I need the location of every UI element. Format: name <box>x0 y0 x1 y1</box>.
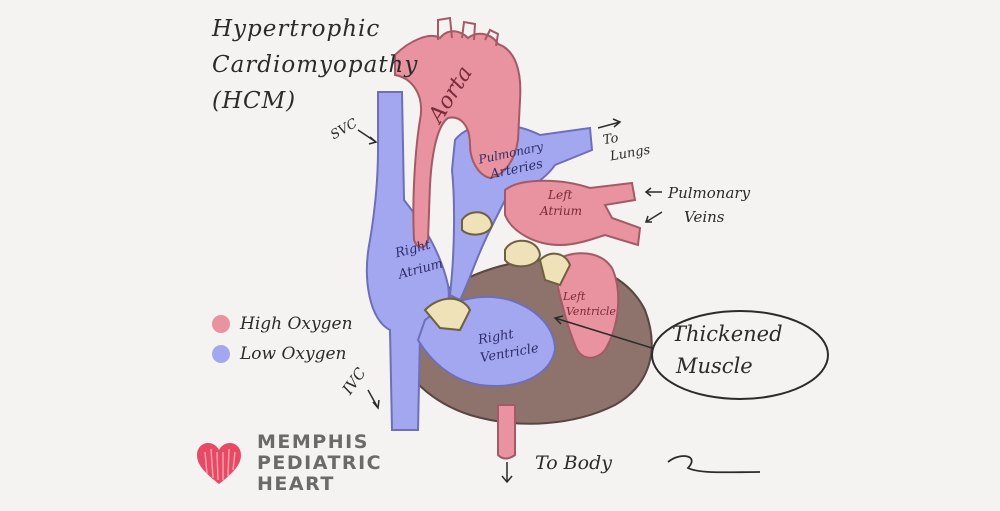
legend-low-oxygen-swatch <box>212 345 230 363</box>
label-to-lungs-1: To <box>601 130 620 149</box>
label-left-ventricle-2: Ventricle <box>566 305 616 318</box>
logo-text: MEMPHIS PEDIATRIC HEART <box>257 432 382 495</box>
left-ventricle <box>554 252 620 359</box>
logo-line-3: HEART <box>257 473 335 495</box>
thickened-muscle-callout <box>651 310 829 400</box>
label-thickened-muscle-2: Muscle <box>676 354 753 378</box>
signature <box>667 455 761 474</box>
label-left-atrium-2: Atrium <box>540 204 582 218</box>
aortic-valve <box>504 239 542 268</box>
descending-aorta <box>497 404 516 460</box>
label-pulmonary-veins-2: Veins <box>684 208 725 226</box>
legend-low-oxygen-label: Low Oxygen <box>240 344 347 364</box>
pulmonary-valve <box>461 211 494 236</box>
aorta-arch <box>394 30 522 249</box>
title-line-1: Hypertrophic <box>212 16 381 42</box>
svc-arrow <box>357 129 378 145</box>
label-thickened-muscle-1: Thickened <box>672 322 783 346</box>
logo-line-2: PEDIATRIC <box>257 452 383 474</box>
tricuspid-valve <box>423 297 472 332</box>
to-lungs-arrow <box>597 118 622 129</box>
memphis-pediatric-heart-logo: MEMPHIS PEDIATRIC HEART <box>195 432 382 495</box>
aorta-branches <box>437 16 500 47</box>
label-pulmonary-veins-1: Pulmonary <box>668 184 751 202</box>
pulmonary-veins-arrow-2 <box>644 211 663 223</box>
vena-cava <box>365 91 450 431</box>
ivc-arrow <box>367 389 380 410</box>
title-line-2: Cardiomyopathy <box>212 52 419 78</box>
logo-line-1: MEMPHIS <box>257 431 369 453</box>
title-line-3: (HCM) <box>212 88 297 114</box>
legend-high-oxygen-swatch <box>212 315 230 333</box>
pulmonary-veins-arrow-1 <box>644 187 662 197</box>
left-atrium <box>504 179 642 247</box>
mitral-valve <box>538 252 572 287</box>
label-left-atrium-1: Left <box>548 188 573 202</box>
callout-pointer <box>553 315 653 349</box>
to-body-arrow <box>501 462 513 484</box>
label-left-ventricle-1: Left <box>563 290 586 303</box>
label-to-body: To Body <box>535 452 612 474</box>
legend-high-oxygen: High Oxygen <box>212 314 353 334</box>
legend-high-oxygen-label: High Oxygen <box>240 314 353 334</box>
heart-logo-icon <box>197 442 241 484</box>
legend-low-oxygen: Low Oxygen <box>212 344 347 364</box>
